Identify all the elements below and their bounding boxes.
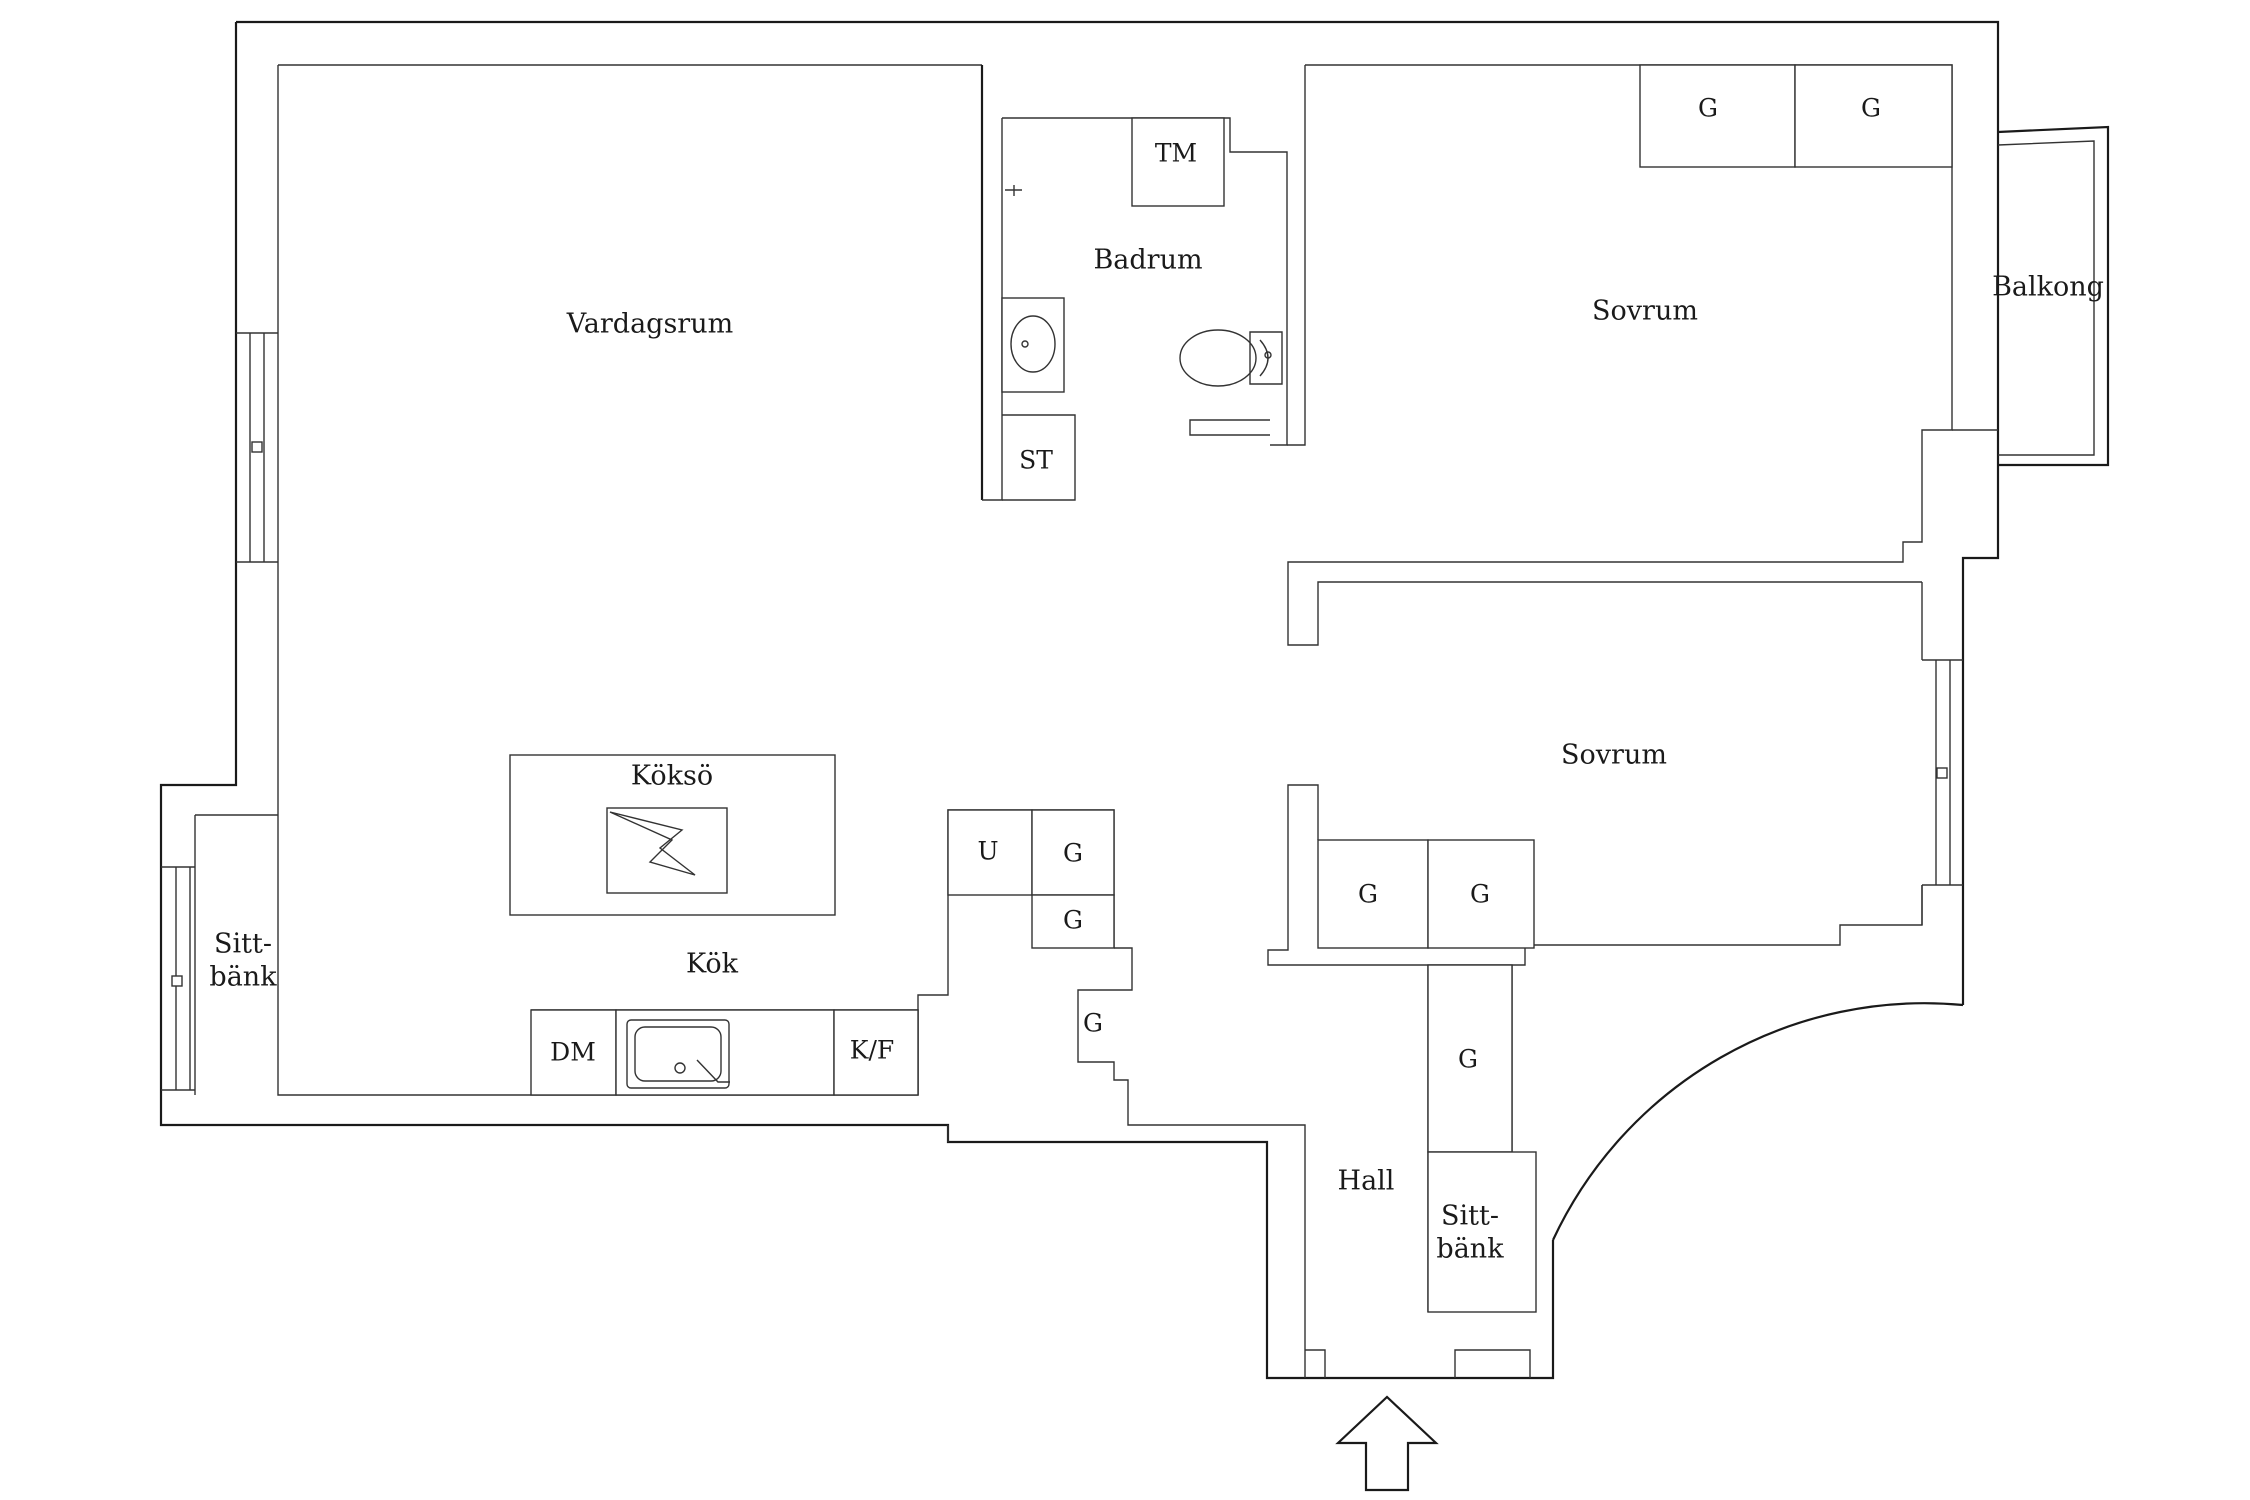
room-label-vardagsrum: Vardagsrum <box>566 309 733 340</box>
fixture-label-tm: TM <box>1155 139 1197 168</box>
wardrobe-label: G <box>1698 94 1718 123</box>
fixture-label-u: U <box>977 837 998 866</box>
entrance-arrow-icon <box>1335 1395 1439 1492</box>
bathroom <box>980 65 1306 501</box>
wardrobe-label: G <box>1470 880 1490 909</box>
wardrobe-label: G <box>1861 94 1881 123</box>
bench-label-line2: bänk <box>1436 1234 1504 1265</box>
bench-label-line1: Sitt- <box>214 929 272 960</box>
hall <box>1077 947 1537 1378</box>
balcony <box>1997 125 2110 467</box>
room-label-kok: Kök <box>686 949 739 980</box>
cooktop-icon <box>609 811 696 876</box>
bench-label-line1: Sitt- <box>1441 1201 1499 1232</box>
wardrobe-label: G <box>1063 906 1083 935</box>
faucet-icon <box>1005 185 1022 196</box>
wardrobe-label: G <box>1458 1045 1478 1074</box>
wardrobe-label: G <box>1083 1009 1103 1038</box>
cooktop-icon <box>606 807 728 894</box>
room-label-sovrum: Sovrum <box>1561 740 1667 771</box>
fixture-label-kf: K/F <box>850 1036 894 1065</box>
room-label-badrum: Badrum <box>1093 245 1202 276</box>
kitchen <box>194 754 1115 1096</box>
window-icon <box>1922 659 1963 886</box>
toilet-icon <box>1179 329 1283 387</box>
fixture-label-st: ST <box>1019 446 1053 475</box>
room-label-sovrum: Sovrum <box>1592 296 1698 327</box>
wardrobe-label: G <box>1063 839 1083 868</box>
sink-icon <box>626 1019 730 1089</box>
fixture-label-dm: DM <box>550 1038 596 1067</box>
outer-walls <box>159 20 2000 1380</box>
window-icon <box>161 866 195 1091</box>
room-label-kokso: Köksö <box>631 761 713 792</box>
bench-label-line2: bänk <box>209 962 277 993</box>
room-label-hall: Hall <box>1338 1166 1395 1197</box>
window-icon <box>236 332 278 563</box>
washbasin-icon <box>1001 297 1065 393</box>
room-label-balkong: Balkong <box>1992 272 2104 303</box>
wardrobe-label: G <box>1358 880 1378 909</box>
bedroom-partitions <box>1267 64 1953 966</box>
